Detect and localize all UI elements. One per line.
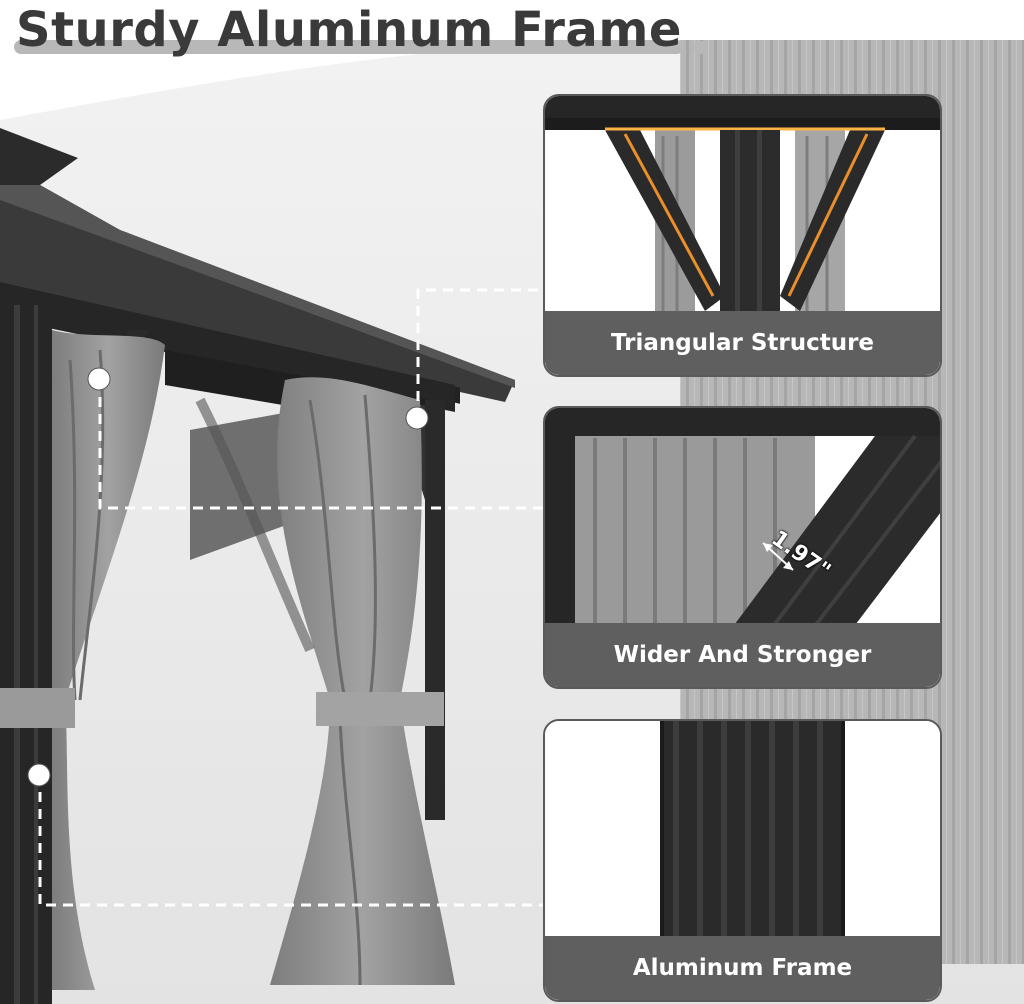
callout-dot-post — [27, 763, 51, 787]
callout-lines — [38, 288, 543, 907]
callout-dot-eave — [405, 406, 429, 430]
card-caption: Triangular Structure — [545, 311, 940, 375]
gazebo-fascia — [0, 282, 455, 412]
headline-dot — [694, 41, 707, 54]
left-tieback — [0, 688, 75, 728]
card-caption: Wider And Stronger — [545, 623, 940, 687]
callout-dot-roof — [87, 367, 111, 391]
page-title: Sturdy Aluminum Frame — [16, 2, 682, 58]
gazebo-roof-top — [0, 128, 78, 185]
headline-underline — [14, 40, 684, 54]
feature-card-triangular: Triangular Structure — [543, 94, 942, 377]
gazebo-far-post — [425, 400, 445, 820]
gazebo-left-post — [0, 305, 52, 1004]
left-curtain — [52, 330, 165, 990]
feature-card-wider: 1.97" Wider And Stronger — [543, 406, 942, 689]
center-curtain — [270, 377, 455, 986]
card-caption: Aluminum Frame — [545, 936, 940, 1000]
center-tieback — [316, 692, 444, 726]
feature-card-aluminum: Aluminum Frame — [543, 719, 942, 1002]
